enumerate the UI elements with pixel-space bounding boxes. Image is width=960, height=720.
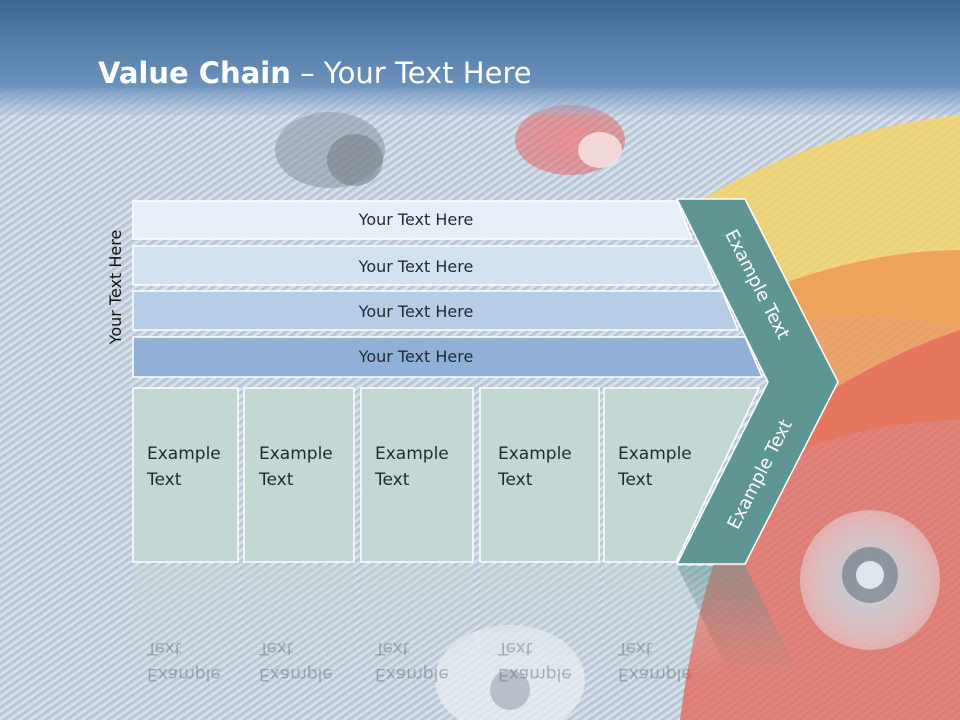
primary-box-2-shape <box>243 387 355 563</box>
slide-title: Value Chain – Your Text Here <box>98 56 532 90</box>
reflection-text-6: Example <box>147 664 221 684</box>
support-bar-3-shape <box>132 290 740 331</box>
primary-box-5: Example Text <box>603 387 761 563</box>
primary-box-4-line1: Example <box>498 444 572 464</box>
reflection-box-3 <box>361 566 473 676</box>
primary-box-2-line1: Example <box>259 444 333 464</box>
reflection-text-9: Example <box>498 664 572 684</box>
support-bar-3: Your Text Here <box>132 290 740 331</box>
reflection-text-8: Example <box>375 664 449 684</box>
support-bar-2-shape <box>132 245 718 286</box>
support-bar-2: Your Text Here <box>132 245 718 286</box>
primary-box-1-shape <box>132 387 239 563</box>
primary-box-1-line1: Example <box>147 444 221 464</box>
reflection-texts: Text Text Text Text Text Example Example… <box>146 638 692 684</box>
reflection-text-4: Text <box>497 638 533 658</box>
reflection-text-3: Text <box>374 638 410 658</box>
reflection-box-2 <box>244 566 354 676</box>
reflection-text-10: Example <box>618 664 692 684</box>
title-bold: Value Chain <box>98 56 291 90</box>
support-activities-label: Your Text Here <box>106 230 125 346</box>
reflection-box-4 <box>480 566 599 676</box>
support-bar-2-label: Your Text Here <box>358 257 474 276</box>
support-bar-1-label: Your Text Here <box>358 210 474 229</box>
primary-box-2: Example Text <box>243 387 355 563</box>
primary-box-3-shape <box>360 387 474 563</box>
reflection-text-5: Text <box>617 638 653 658</box>
primary-box-3-line2: Text <box>374 470 410 490</box>
primary-box-3-line1: Example <box>375 444 449 464</box>
support-bar-4-shape <box>132 336 764 378</box>
primary-box-2-line2: Text <box>258 470 294 490</box>
margin-chevron-shape <box>675 198 839 565</box>
primary-box-3: Example Text <box>360 387 474 563</box>
title-rest: – Your Text Here <box>290 56 532 90</box>
primary-box-5-line2: Text <box>617 470 653 490</box>
support-bar-4: Your Text Here <box>132 336 764 378</box>
primary-box-5-line1: Example <box>618 444 692 464</box>
support-bar-3-label: Your Text Here <box>358 302 474 321</box>
reflection-text-7: Example <box>259 664 333 684</box>
support-bar-4-label: Your Text Here <box>358 347 474 366</box>
reflection: Text Text Text Text Text Example Example… <box>133 566 800 684</box>
support-bar-1: Your Text Here <box>132 200 694 240</box>
primary-box-5-shape <box>603 387 761 563</box>
primary-box-1: Example Text <box>132 387 239 563</box>
reflection-box-1 <box>133 566 238 676</box>
support-bar-1-shape <box>132 200 694 240</box>
primary-box-4-line2: Text <box>497 470 533 490</box>
primary-box-1-line2: Text <box>146 470 182 490</box>
reflection-chevron <box>677 566 800 676</box>
primary-box-4: Example Text <box>479 387 600 563</box>
reflection-text-2: Text <box>258 638 294 658</box>
reflection-text-1: Text <box>146 638 182 658</box>
reflection-box-5 <box>604 566 730 676</box>
primary-box-4-shape <box>479 387 600 563</box>
